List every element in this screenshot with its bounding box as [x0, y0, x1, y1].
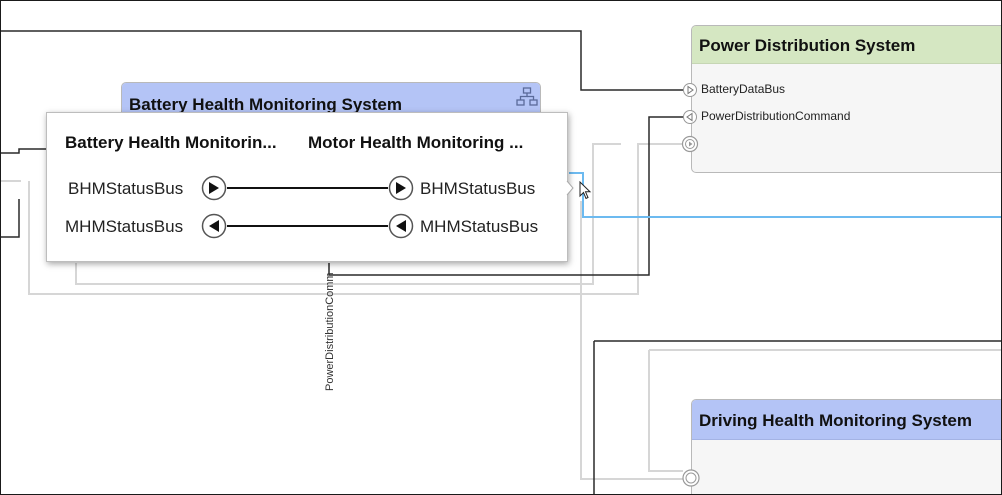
- port-label-battery-data-bus: BatteryDataBus: [701, 82, 786, 96]
- grey-connector: [580, 201, 683, 480]
- block-title: Driving Health Monitoring System: [699, 411, 972, 430]
- popup-right-port-label: MHMStatusBus: [420, 217, 539, 236]
- port-label-power-distribution-command: PowerDistributionCommand: [701, 109, 851, 123]
- power-command-wire: [328, 116, 684, 276]
- block-title: Power Distribution System: [699, 36, 916, 55]
- power-distribution-system-block[interactable]: Power Distribution System BatteryDataBus…: [691, 25, 1001, 173]
- popup-source-header: Battery Health Monitorin...: [65, 133, 277, 152]
- power-distribution-command-port[interactable]: [683, 110, 697, 124]
- in-port-icon[interactable]: [201, 213, 227, 239]
- popup-connections: [201, 175, 414, 239]
- interface-connection-popup[interactable]: Battery Health Monitorin... Motor Health…: [46, 112, 568, 262]
- grey-connector: [28, 143, 684, 295]
- grey-connector: [75, 143, 621, 285]
- block-header: Power Distribution System: [692, 26, 1001, 64]
- driving-health-monitoring-system-block[interactable]: Driving Health Monitoring System: [691, 399, 1001, 494]
- unlabeled-input-port[interactable]: [681, 135, 699, 153]
- popup-right-port-label: BHMStatusBus: [420, 179, 536, 198]
- architecture-icon[interactable]: [516, 87, 538, 107]
- driving-health-port[interactable]: [681, 468, 703, 490]
- selected-connector: [569, 172, 1001, 218]
- out-port-icon[interactable]: [201, 175, 227, 201]
- battery-data-bus-wire: [1, 30, 684, 91]
- out-port-icon[interactable]: [388, 213, 414, 239]
- block-title: Battery Health Monitoring System: [129, 95, 402, 114]
- popup-pointer-icon: [566, 180, 574, 196]
- in-port-icon[interactable]: [388, 175, 414, 201]
- battery-data-bus-port[interactable]: [683, 83, 697, 97]
- connector-label: PowerDistributionComm: [324, 272, 336, 391]
- block-header: Driving Health Monitoring System: [692, 400, 1001, 440]
- mouse-cursor-icon: [579, 181, 592, 200]
- popup-left-port-label: BHMStatusBus: [68, 179, 184, 198]
- popup-left-port-label: MHMStatusBus: [65, 217, 184, 236]
- dark-connector: [1, 148, 46, 154]
- grey-connector: [648, 350, 683, 472]
- pds-ports: [681, 83, 699, 153]
- popup-target-header: Motor Health Monitoring ...: [308, 133, 524, 152]
- dark-connector: [1, 199, 20, 238]
